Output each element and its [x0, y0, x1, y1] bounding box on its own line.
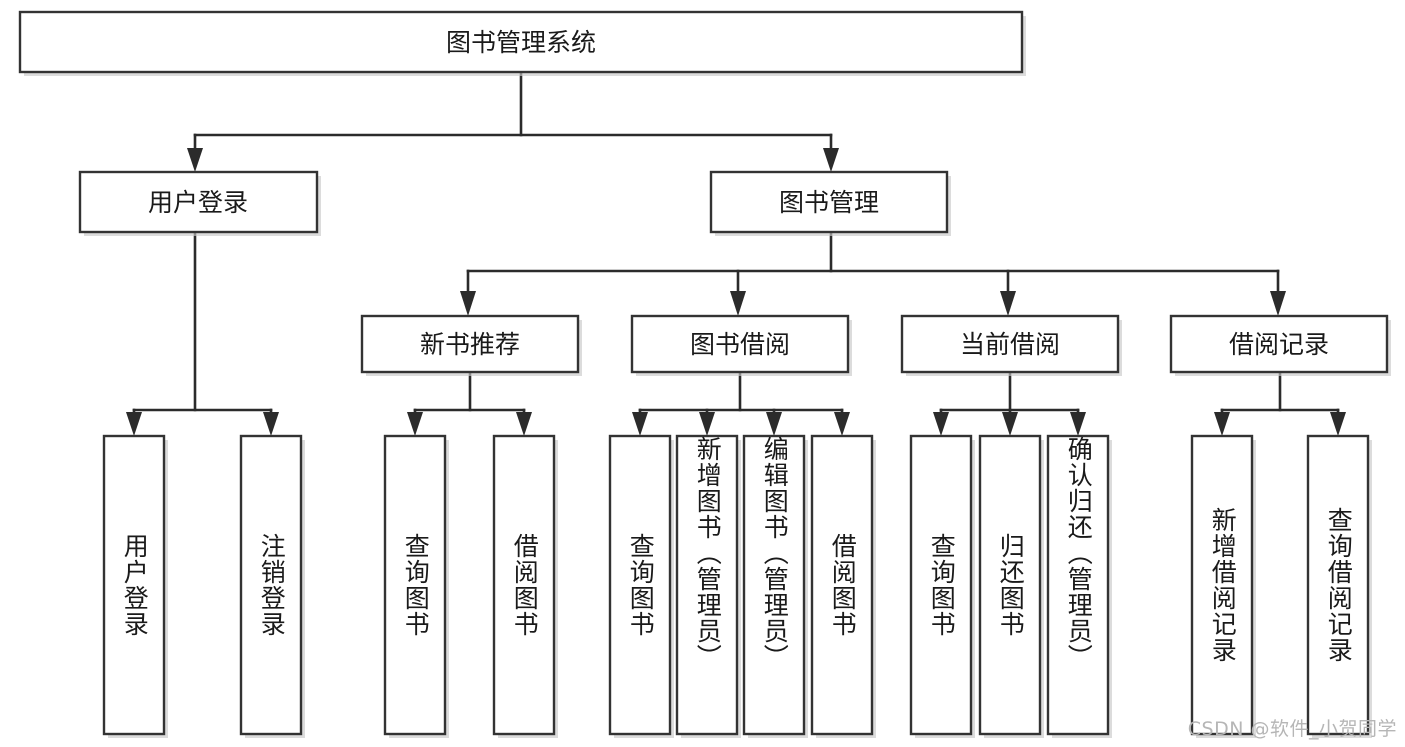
- book-management-box: [709, 170, 949, 234]
- node-current-borrow[interactable]: 当前借阅: [900, 314, 1122, 376]
- node-book-borrow[interactable]: 图书借阅: [630, 314, 852, 376]
- borrow-record-label: 借阅记录: [1229, 330, 1329, 359]
- arrow-head-leaf-borrow-book-2: [834, 412, 850, 436]
- arrow-head-leaf-query-record: [1330, 412, 1346, 436]
- leaf-box-borrow-book-2[interactable]: [810, 434, 874, 736]
- new-book-box: [360, 314, 580, 374]
- leaf-box-add-record[interactable]: [1190, 434, 1254, 736]
- leaf-box-query-book-2[interactable]: [608, 434, 672, 736]
- book-borrow-box: [630, 314, 850, 374]
- leaf-box-query-book-3[interactable]: [909, 434, 973, 736]
- node-root-system[interactable]: 图书管理系统: [18, 10, 1026, 76]
- connector-group-current-borrow-leaves: [933, 372, 1086, 436]
- current-borrow-box: [900, 314, 1120, 374]
- arrow-head-leaf-borrow-book-1: [516, 412, 532, 436]
- connector-group-level2-book-to-level3: [460, 230, 1286, 316]
- connector-group-new-book-leaves: [407, 372, 532, 436]
- leaf-box-confirm-return[interactable]: [1046, 434, 1110, 736]
- arrow-head-leaf-query-book-1: [407, 412, 423, 436]
- connector-group-borrow-record-leaves: [1214, 372, 1346, 436]
- user-login-box: [78, 170, 319, 234]
- node-book-management[interactable]: 图书管理: [709, 170, 951, 236]
- root-label: 图书管理系统: [446, 28, 596, 57]
- leaf-group-borrow-record: [1190, 434, 1372, 738]
- arrow-head-user-login: [187, 148, 203, 172]
- leaf-box-query-record[interactable]: [1306, 434, 1370, 736]
- leaf-box-return-book[interactable]: [978, 434, 1042, 736]
- connector-group-book-borrow-leaves: [632, 372, 850, 436]
- arrow-head-leaf-logout: [263, 412, 279, 436]
- arrow-head-book-manage: [823, 148, 839, 172]
- book-borrow-label: 图书借阅: [690, 330, 790, 359]
- arrow-head-leaf-add-record: [1214, 412, 1230, 436]
- arrow-head-leaf-return-book: [1002, 412, 1018, 436]
- arrow-head-leaf-confirm-return: [1070, 412, 1086, 436]
- leaf-group-new-book-recommend: [383, 434, 558, 738]
- borrow-record-box: [1169, 314, 1389, 374]
- arrow-head-current-borrow: [1000, 291, 1016, 316]
- arrow-head-leaf-query-book-3: [933, 412, 949, 436]
- book-management-label: 图书管理: [779, 188, 879, 217]
- connector-group-root-to-level2: [187, 72, 839, 172]
- leaf-box-borrow-book-1[interactable]: [492, 434, 556, 736]
- leaf-group-book-borrow: [608, 434, 876, 738]
- arrow-head-leaf-edit-book: [766, 412, 782, 436]
- node-new-book-recommend[interactable]: 新书推荐: [360, 314, 582, 376]
- user-login-label: 用户登录: [148, 188, 248, 217]
- leaf-box-user-login[interactable]: [102, 434, 166, 736]
- leaf-box-edit-book[interactable]: [742, 434, 806, 736]
- arrow-head-book-borrow: [730, 291, 746, 316]
- leaf-box-add-book[interactable]: [675, 434, 739, 736]
- leaf-box-query-book-1[interactable]: [383, 434, 447, 736]
- leaf-group-current-borrow: [909, 434, 1112, 738]
- arrow-head-borrow-record: [1270, 291, 1286, 316]
- current-borrow-label: 当前借阅: [960, 330, 1060, 359]
- arrow-head-leaf-query-book-2: [632, 412, 648, 436]
- node-user-login[interactable]: 用户登录: [78, 170, 321, 236]
- root-box: [18, 10, 1024, 74]
- arrow-head-leaf-add-book: [699, 412, 715, 436]
- connector-group-user-login-leaves: [126, 230, 279, 436]
- csdn-watermark: CSDN @软件_小贺同学: [1187, 718, 1397, 740]
- new-book-label: 新书推荐: [420, 330, 520, 359]
- node-borrow-record[interactable]: 借阅记录: [1169, 314, 1391, 376]
- leaf-group-user-login: [102, 434, 305, 738]
- arrow-head-leaf-user-login: [126, 412, 142, 436]
- leaf-box-logout[interactable]: [239, 434, 303, 736]
- arrow-head-new-book: [460, 291, 476, 316]
